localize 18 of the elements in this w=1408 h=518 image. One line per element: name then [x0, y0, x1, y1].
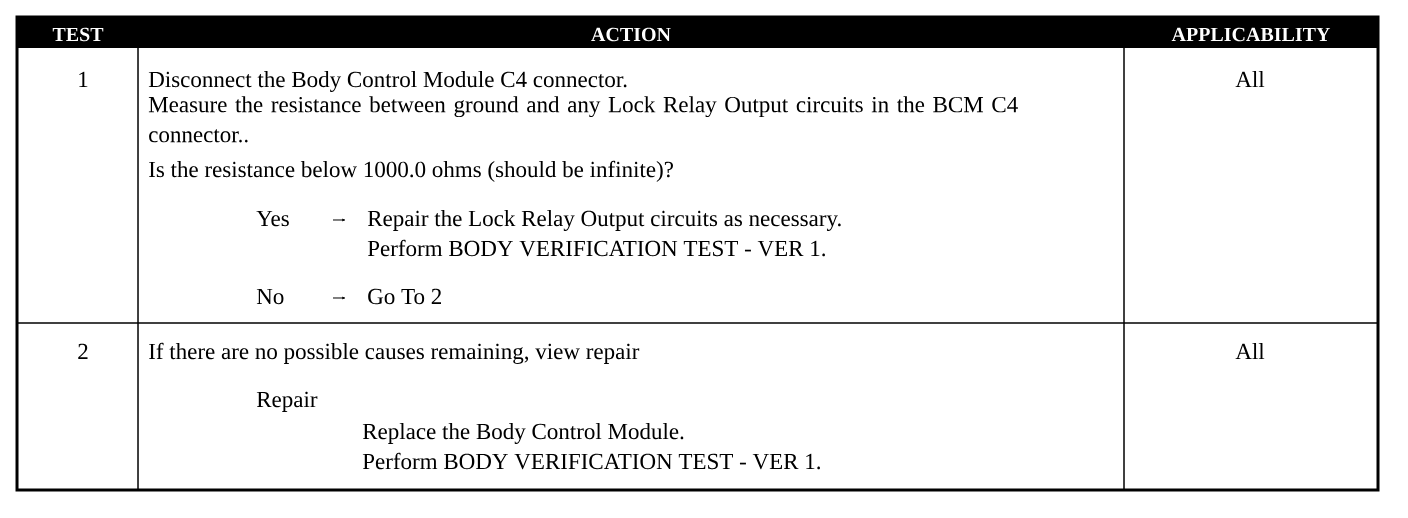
header-cell: TEST [17, 17, 138, 48]
instruction-text: Perform BODY VERIFICATION TEST - VER 1. [362, 452, 820, 470]
answer-text: No [256, 288, 284, 305]
question-text: Is the resistance below 1000.0 ohms (should be infinite)? [149, 160, 673, 182]
test-number: 2 [78, 343, 88, 359]
repair-heading: Repair [256, 391, 318, 412]
applicability-text: All [1235, 71, 1265, 87]
instruction-text: Measure the resistance between ground and any Lock Relay Output circuits in the BCM C4 connector.. [148, 96, 1018, 143]
instruction-text: Perform BODY VERIFICATION TEST - VER 1. [367, 239, 825, 257]
instruction-text: Disconnect the Body Control Module C4 connector. [148, 71, 627, 92]
instruction-text: Go To 2 [368, 288, 441, 305]
instruction-text: Replace the Body Control Module. [362, 423, 684, 444]
instruction-text: If there are no possible causes remaining, view repair [149, 342, 640, 364]
instruction-text: Repair the Lock Relay Output circuits as necessary. [367, 210, 841, 231]
applicability-text: All [1235, 343, 1265, 359]
answer-text: Yes [256, 210, 289, 227]
header-cell: APPLICABILITY [1124, 17, 1378, 48]
test-number: 1 [79, 71, 88, 87]
